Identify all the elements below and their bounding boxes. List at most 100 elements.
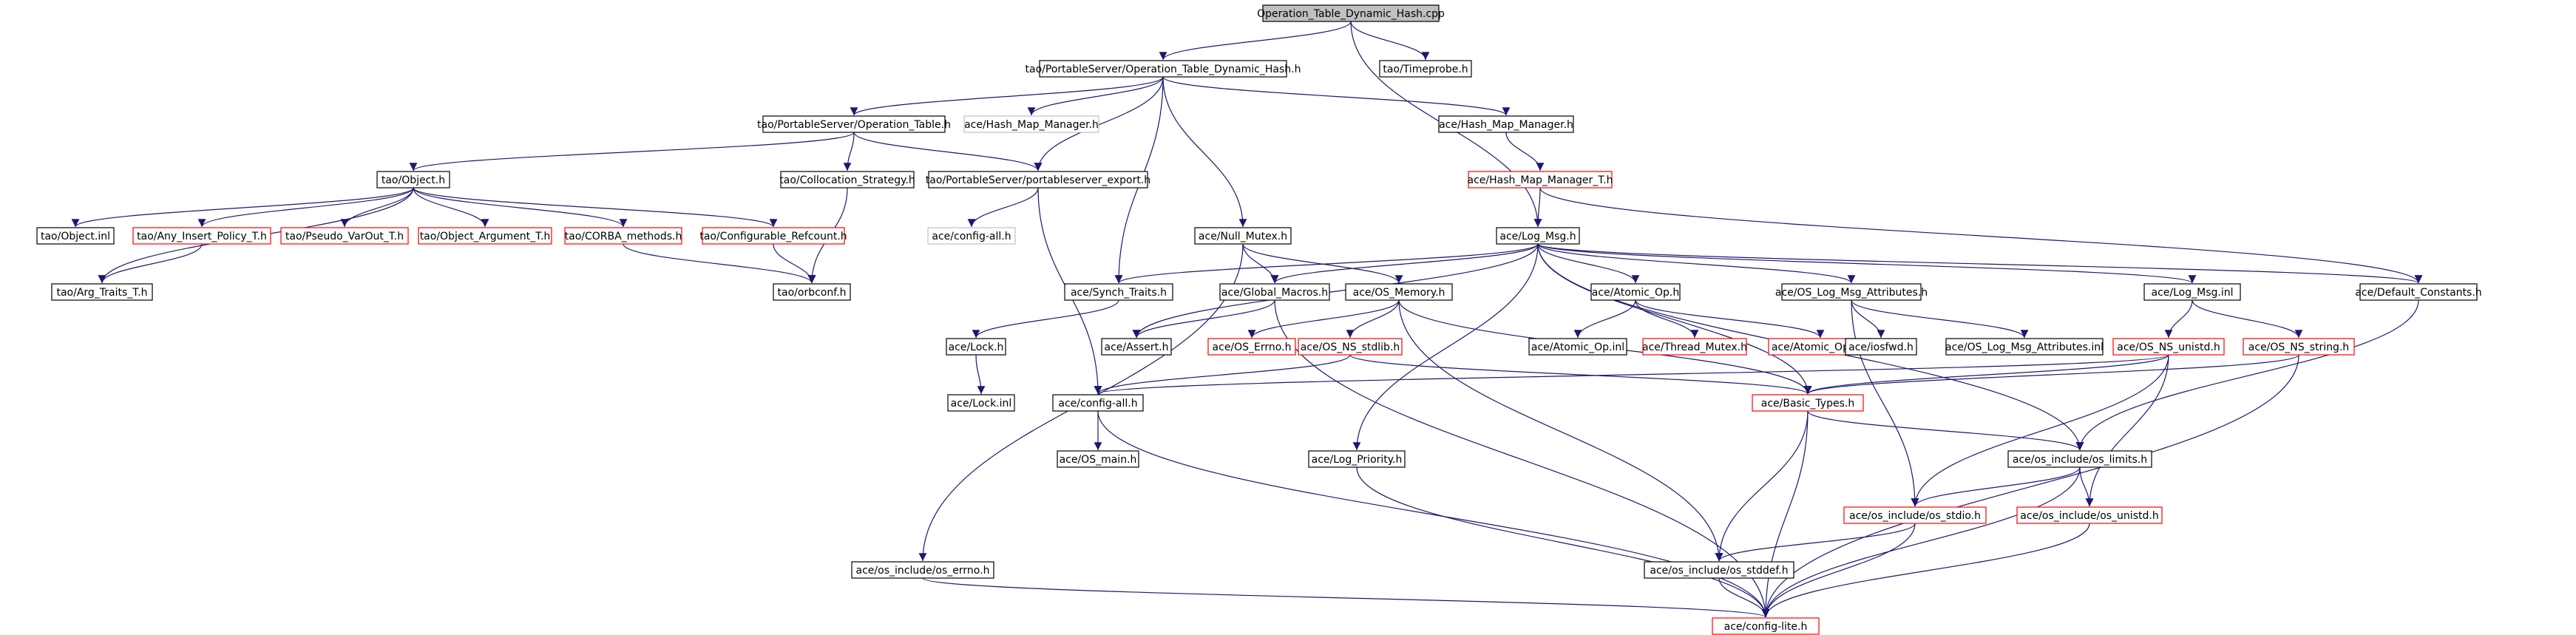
edge-osstdio-to-configlite bbox=[1761, 523, 1916, 618]
node-ace-assert-h[interactable]: ace/Assert.h bbox=[1101, 338, 1172, 356]
node-tao-collocation-strategy-h[interactable]: tao/Collocation_Strategy.h bbox=[779, 171, 915, 189]
node-ace-os-main-h[interactable]: ace/OS_main.h bbox=[1057, 450, 1139, 468]
node-ace-os-memory-h[interactable]: ace/OS_Memory.h bbox=[1345, 283, 1453, 301]
node-label: tao/orbconf.h bbox=[778, 287, 847, 299]
node-label: ace/Lock.h bbox=[949, 342, 1004, 353]
node-ace-os-include-os-limits-h[interactable]: ace/os_include/os_limits.h bbox=[2007, 450, 2152, 468]
node-ace-os-include-os-unistd-h[interactable]: ace/os_include/os_unistd.h bbox=[2016, 506, 2163, 524]
edge-logprio-to-configlite bbox=[1356, 466, 1770, 618]
node-label: ace/Hash_Map_Manager_T.h bbox=[1467, 174, 1613, 186]
node-tao-portableserver-operation-table-h[interactable]: tao/PortableServer/Operation_Table.h bbox=[757, 115, 951, 133]
node-ace-synch-traits-h[interactable]: ace/Synch_Traits.h bbox=[1064, 283, 1173, 301]
node-ace-log-priority-h[interactable]: ace/Log_Priority.h bbox=[1308, 450, 1406, 468]
edge-osmem-to-osstddef bbox=[1398, 299, 1723, 562]
edge-hmmt-to-defconst bbox=[1539, 187, 2423, 284]
edge-basictypes-to-osstddef bbox=[1715, 410, 1809, 562]
node-ace-os-log-msg-attributes-h[interactable]: ace/OS_Log_Msg_Attributes.h bbox=[1775, 283, 1928, 301]
node-ace-atomic-op-inl[interactable]: ace/Atomic_Op.inl bbox=[1528, 338, 1627, 356]
node-tao-object-inl[interactable]: tao/Object.inl bbox=[36, 227, 115, 245]
node-box bbox=[1207, 338, 1296, 356]
node-label: tao/PortableServer/Operation_Table.h bbox=[757, 119, 951, 131]
node-box bbox=[1101, 338, 1172, 356]
node-tao-corba-methods-h[interactable]: tao/CORBA_methods.h bbox=[564, 227, 682, 245]
edge-basictypes-to-configlite bbox=[1761, 410, 1809, 618]
edge-logmsg-to-synch bbox=[1114, 243, 1539, 284]
node-box bbox=[1379, 60, 1472, 78]
node-ace-hash-map-manager-h[interactable]: ace/Hash_Map_Manager.h bbox=[1438, 115, 1574, 133]
node-ace-basic-types-h[interactable]: ace/Basic_Types.h bbox=[1752, 394, 1864, 412]
node-tao-object-h[interactable]: tao/Object.h bbox=[376, 171, 450, 189]
node-tao-pseudo-varout-t-h[interactable]: tao/Pseudo_VarOut_T.h bbox=[280, 227, 409, 245]
node-ace-lock-inl[interactable]: ace/Lock.inl bbox=[947, 394, 1015, 412]
node-box bbox=[564, 227, 682, 245]
node-ace-hash-map-manager-t-h[interactable]: ace/Hash_Map_Manager_T.h bbox=[1467, 171, 1613, 189]
node-tao-any-insert-policy-t-h[interactable]: tao/Any_Insert_Policy_T.h bbox=[132, 227, 271, 245]
node-box bbox=[1843, 506, 1987, 524]
node-ace-log-msg-inl[interactable]: ace/Log_Msg.inl bbox=[2143, 283, 2241, 301]
node-ace-config-all-h[interactable]: ace/config-all.h bbox=[1052, 394, 1144, 412]
edge-osnsstdlib-to-basictypes bbox=[1349, 354, 1812, 395]
node-box bbox=[132, 227, 271, 245]
node-ace-os-ns-stdlib-h[interactable]: ace/OS_NS_stdlib.h bbox=[1298, 338, 1403, 356]
node-label: ace/Hash_Map_Manager.h bbox=[1439, 119, 1573, 131]
edge-otdh-to-hmm_gray bbox=[1027, 76, 1164, 116]
edge-lockh-to-lockinl bbox=[975, 354, 986, 395]
node-tao-timeprobe-h[interactable]: tao/Timeprobe.h bbox=[1379, 60, 1472, 78]
node-label: tao/Object.inl bbox=[41, 231, 110, 242]
node-label: ace/Null_Mutex.h bbox=[1199, 231, 1287, 242]
edge-oslimits-to-configlite bbox=[1761, 466, 2081, 618]
node-ace-os-include-os-errno-h[interactable]: ace/os_include/os_errno.h bbox=[851, 561, 994, 579]
node-ace-os-errno-h[interactable]: ace/OS_Errno.h bbox=[1207, 338, 1296, 356]
node-label: ace/Hash_Map_Manager.h bbox=[964, 119, 1099, 131]
node-ace-thread-mutex-h[interactable]: ace/Thread_Mutex.h bbox=[1642, 338, 1747, 356]
node-box bbox=[773, 283, 851, 301]
node-box bbox=[1194, 227, 1292, 245]
node-ace-os-include-os-stddef-h[interactable]: ace/os_include/os_stddef.h bbox=[1644, 561, 1794, 579]
node-ace-os-ns-unistd-h[interactable]: ace/OS_NS_unistd.h bbox=[2112, 338, 2225, 356]
node-tao-object-argument-t-h[interactable]: tao/Object_Argument_T.h bbox=[418, 227, 552, 245]
node-box bbox=[947, 394, 1015, 412]
edge-logmsg-to-logprio bbox=[1352, 243, 1539, 451]
node-label: ace/config-all.h bbox=[932, 231, 1011, 242]
edge-hmmt-to-logmsg bbox=[1533, 187, 1542, 228]
node-ace-null-mutex-h[interactable]: ace/Null_Mutex.h bbox=[1194, 227, 1292, 245]
edge-hmm-to-hmmt bbox=[1505, 132, 1545, 172]
node-tao-portableserver-operation-table-dynamic-hash-h[interactable]: tao/PortableServer/Operation_Table_Dynam… bbox=[1026, 60, 1301, 78]
node-tao-portableserver-portableserver-export-h[interactable]: tao/PortableServer/portableserver_export… bbox=[926, 171, 1150, 189]
edge-atomicop-to-threadmutex bbox=[1635, 299, 1699, 339]
node-label: ace/os_include/os_limits.h bbox=[2013, 454, 2147, 466]
node-label: ace/Synch_Traits.h bbox=[1071, 287, 1167, 299]
node-tao-orbconf-h[interactable]: tao/orbconf.h bbox=[773, 283, 851, 301]
node-box bbox=[963, 115, 1099, 133]
edge-logmsg-to-logmsginl bbox=[1537, 243, 2196, 284]
edge-root-to-timeprobe bbox=[1350, 21, 1430, 61]
node-ace-lock-h[interactable]: ace/Lock.h bbox=[946, 338, 1006, 356]
node-ace-os-ns-string-h[interactable]: ace/OS_NS_string.h bbox=[2243, 338, 2355, 356]
node-ace-os-include-os-stdio-h[interactable]: ace/os_include/os_stdio.h bbox=[1843, 506, 1987, 524]
node-box bbox=[1308, 450, 1406, 468]
node-tao-configurable-refcount-h[interactable]: tao/Configurable_Refcount.h bbox=[699, 227, 847, 245]
node-ace-default-constants-h[interactable]: ace/Default_Constants.h bbox=[2355, 283, 2482, 301]
edge-otdh-to-nullmutex bbox=[1162, 76, 1247, 228]
node-box bbox=[1345, 283, 1453, 301]
node-ace-config-lite-h[interactable]: ace/config-lite.h bbox=[1712, 617, 1820, 635]
node-ace-global-macros-h[interactable]: ace/Global_Macros.h bbox=[1219, 283, 1330, 301]
node-ace-iosfwd-h[interactable]: ace/iosfwd.h bbox=[1845, 338, 1917, 356]
node-ace-atomic-op-h[interactable]: ace/Atomic_Op.h bbox=[1590, 283, 1681, 301]
edge-defconst-to-oslimits bbox=[2075, 299, 2419, 451]
node-box bbox=[1052, 394, 1144, 412]
edge-osunistd-to-configlite bbox=[1761, 523, 2090, 618]
node-label: ace/Log_Msg.h bbox=[1499, 231, 1576, 242]
node-ace-log-msg-h[interactable]: ace/Log_Msg.h bbox=[1496, 227, 1580, 245]
node-ace-os-log-msg-attributes-inl[interactable]: ace/OS_Log_Msg_Attributes.inl bbox=[1945, 338, 2104, 356]
edge-otdh-to-psexport bbox=[1034, 76, 1164, 172]
edge-atomicop-to-atomicopt bbox=[1635, 299, 1825, 339]
node-tao-arg-traits-t-h[interactable]: tao/Arg_Traits_T.h bbox=[51, 283, 153, 301]
node-label: ace/OS_NS_string.h bbox=[2248, 342, 2349, 353]
node-label: tao/Configurable_Refcount.h bbox=[699, 231, 847, 242]
edge-objh-to-corbam bbox=[413, 187, 628, 228]
node-label: ace/os_include/os_errno.h bbox=[856, 565, 990, 577]
node-box bbox=[418, 227, 552, 245]
edge-osnsunistd-to-osunistd bbox=[2085, 354, 2169, 507]
edge-oslma-to-iosfwd bbox=[1851, 299, 1885, 339]
